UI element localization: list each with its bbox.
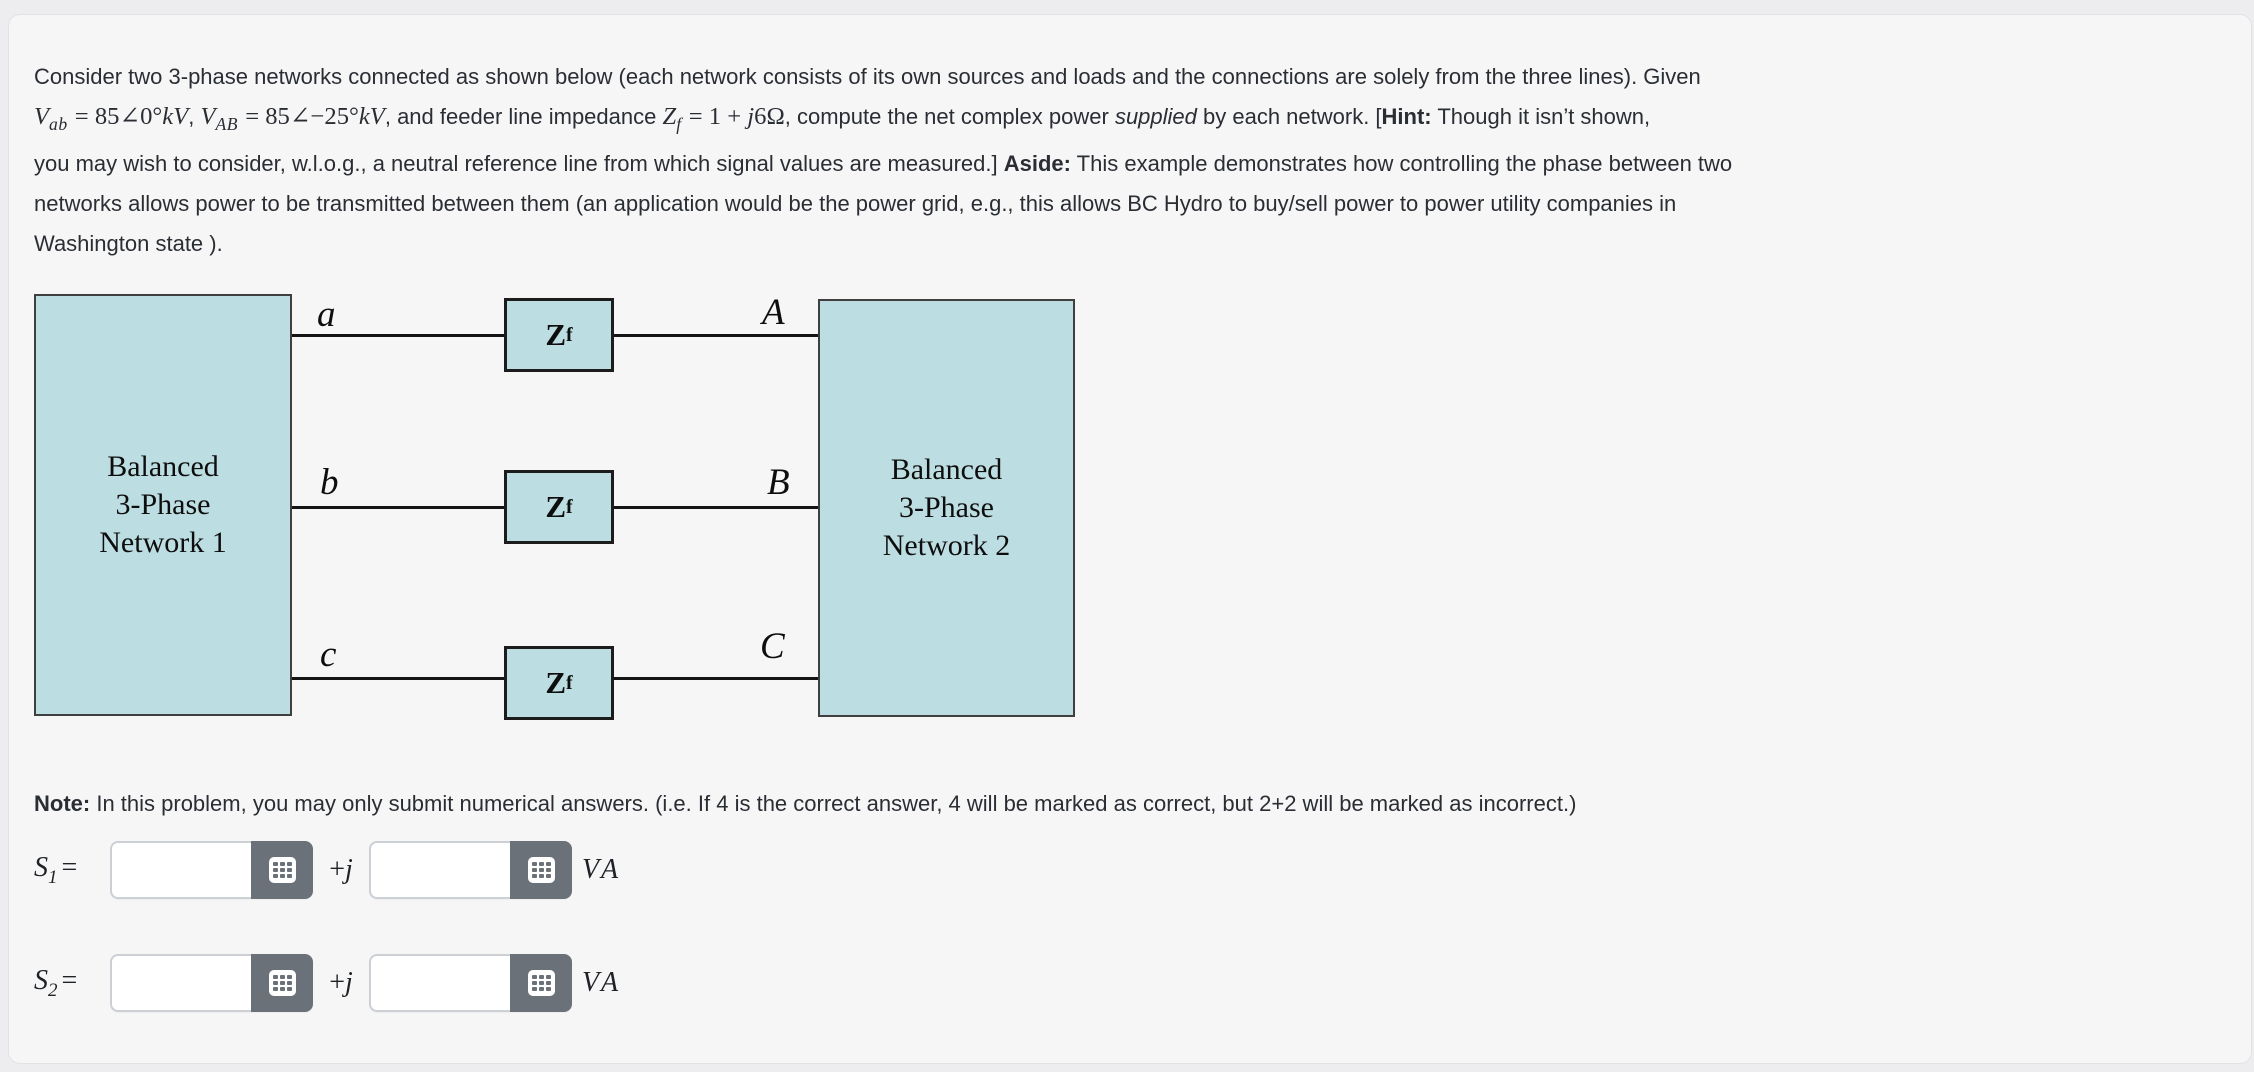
terminal-label-B: B <box>767 462 790 503</box>
s2-imag-input[interactable] <box>369 954 510 1012</box>
s2-plus-j-label: +j <box>329 967 353 998</box>
terminal-label-b: b <box>320 462 339 503</box>
keypad-grid-icon <box>527 970 555 996</box>
s2-imag-keypad-button[interactable] <box>510 954 572 1012</box>
s1-unit-label: VA <box>582 854 623 885</box>
s1-real-input[interactable] <box>110 841 251 899</box>
network1-label: Balanced 3-Phase Network 1 <box>99 450 227 559</box>
s1-real-keypad-button[interactable] <box>251 841 313 899</box>
circuit-diagram: Balanced 3-Phase Network 1 Balanced 3-Ph… <box>34 293 1075 724</box>
s1-imag-input-group <box>369 841 572 899</box>
s1-plus-j-label: +j <box>329 854 353 885</box>
s1-imag-input[interactable] <box>369 841 510 899</box>
network2-box: Balanced 3-Phase Network 2 <box>818 299 1075 717</box>
s1-imag-keypad-button[interactable] <box>510 841 572 899</box>
note-text: Note: In this problem, you may only subm… <box>34 791 1577 816</box>
terminal-label-C: C <box>760 626 785 667</box>
keypad-grid-icon <box>268 970 296 996</box>
answer-row-s2: S2= +j VA <box>34 954 622 1012</box>
answer-row-s1: S1= +j VA <box>34 841 622 899</box>
keypad-grid-icon <box>268 857 296 883</box>
terminal-label-A: A <box>762 292 785 333</box>
problem-statement: Consider two 3-phase networks connected … <box>34 64 1733 257</box>
terminal-label-c: c <box>320 634 337 675</box>
s2-label: S2= <box>34 964 78 1001</box>
s1-label: S1= <box>34 851 78 888</box>
s1-real-input-group <box>110 841 313 899</box>
s2-imag-input-group <box>369 954 572 1012</box>
keypad-grid-icon <box>527 857 555 883</box>
terminal-label-a: a <box>317 294 336 335</box>
s2-real-keypad-button[interactable] <box>251 954 313 1012</box>
question-card: Consider two 3-phase networks connected … <box>8 14 2252 1064</box>
network2-label: Balanced 3-Phase Network 2 <box>882 453 1011 562</box>
network1-box: Balanced 3-Phase Network 1 <box>34 294 292 716</box>
s2-real-input-group <box>110 954 313 1012</box>
s2-unit-label: VA <box>582 967 623 998</box>
s2-real-input[interactable] <box>110 954 251 1012</box>
